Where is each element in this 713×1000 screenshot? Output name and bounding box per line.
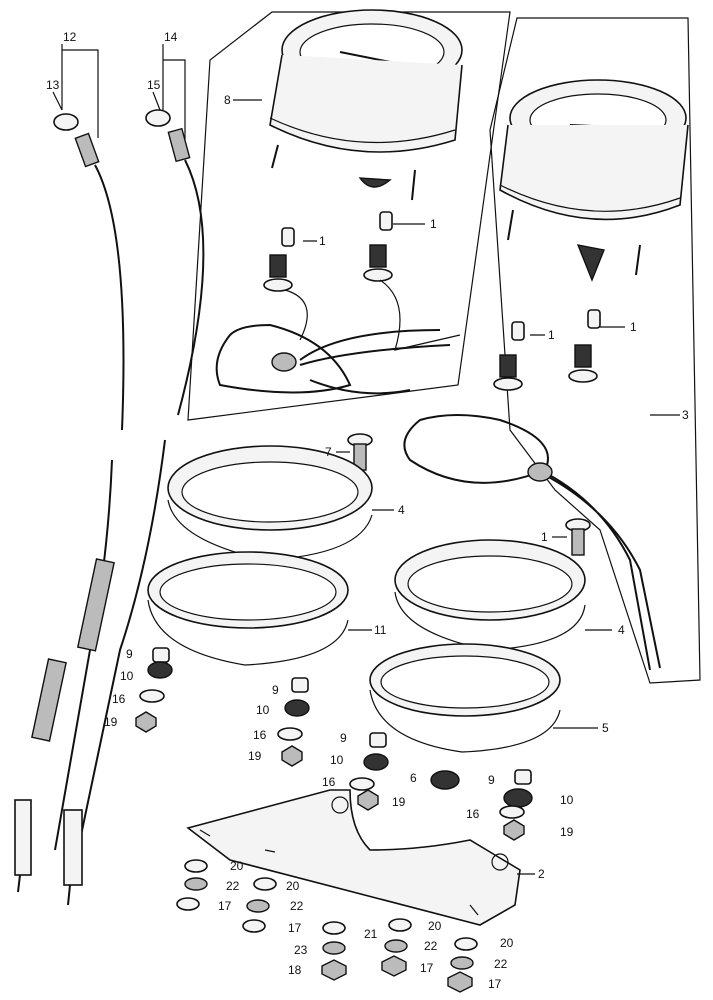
callout-17-c: 17 xyxy=(420,961,434,975)
callout-22-a: 22 xyxy=(226,879,240,893)
callout-14: 14 xyxy=(164,30,178,44)
callout-10-b: 10 xyxy=(256,703,270,717)
callout-19-d: 19 xyxy=(560,825,574,839)
grommet-6 xyxy=(430,770,460,790)
callout-12: 12 xyxy=(63,30,77,44)
callout-4-a: 4 xyxy=(398,503,405,517)
callout-20-c: 20 xyxy=(428,919,442,933)
callout-labels: 12 13 14 15 8 1 1 1 1 1 3 7 4 4 11 5 9 1… xyxy=(46,30,689,991)
callout-9-c: 9 xyxy=(340,731,347,745)
mount-set-c xyxy=(349,732,389,811)
callout-10-a: 10 xyxy=(120,669,134,683)
callout-10-d: 10 xyxy=(560,793,574,807)
callout-20-d: 20 xyxy=(500,936,514,950)
callout-9-d: 9 xyxy=(488,773,495,787)
callout-6: 6 xyxy=(410,771,417,785)
callout-7: 7 xyxy=(325,445,332,459)
callout-10-c: 10 xyxy=(330,753,344,767)
callout-11: 11 xyxy=(374,623,387,637)
meter-case-4-right xyxy=(394,539,586,651)
callout-9-a: 9 xyxy=(126,647,133,661)
callout-19-c: 19 xyxy=(392,795,406,809)
callout-20-b: 20 xyxy=(286,879,300,893)
callout-21: 21 xyxy=(364,927,378,941)
meter-cup-11 xyxy=(147,551,349,666)
callout-15: 15 xyxy=(147,78,161,92)
speedometer-cable xyxy=(14,113,125,893)
tachometer-meter xyxy=(499,79,689,282)
callout-17-a: 17 xyxy=(218,899,232,913)
callout-1-d: 1 xyxy=(630,320,637,334)
right-assembly-outline xyxy=(489,17,701,684)
callout-2: 2 xyxy=(538,867,545,881)
callout-16-c: 16 xyxy=(322,775,336,789)
screw-1 xyxy=(565,518,591,556)
callout-19-b: 19 xyxy=(248,749,262,763)
mount-set-a xyxy=(135,647,173,733)
callout-18: 18 xyxy=(288,963,302,977)
meter-cup-5 xyxy=(369,643,561,753)
bracket-hardware xyxy=(176,859,478,993)
callout-13: 13 xyxy=(46,78,60,92)
callout-1-a: 1 xyxy=(319,234,326,248)
callout-3: 3 xyxy=(682,408,689,422)
meter-case-4-left xyxy=(167,445,373,561)
callout-8: 8 xyxy=(224,93,231,107)
left-bulbs-and-harness xyxy=(215,211,461,395)
tachometer-cable xyxy=(63,109,205,906)
callout-16-b: 16 xyxy=(253,728,267,742)
callout-16-a: 16 xyxy=(112,692,126,706)
callout-4-b: 4 xyxy=(618,623,625,637)
callout-1-b: 1 xyxy=(430,217,437,231)
callout-22-b: 22 xyxy=(290,899,304,913)
speedometer-meter xyxy=(269,9,463,201)
callout-9-b: 9 xyxy=(272,683,279,697)
leader-lines xyxy=(52,44,680,875)
left-assembly-outline xyxy=(187,11,511,421)
right-bulbs-and-harness xyxy=(403,309,661,671)
mount-set-b xyxy=(277,677,310,767)
callout-19-a: 19 xyxy=(104,715,118,729)
meter-bracket-2 xyxy=(186,789,521,926)
callout-5: 5 xyxy=(602,721,609,735)
callout-22-d: 22 xyxy=(494,957,508,971)
callout-17-b: 17 xyxy=(288,921,302,935)
callout-22-c: 22 xyxy=(424,939,438,953)
callout-1-c: 1 xyxy=(548,328,555,342)
callout-16-d: 16 xyxy=(466,807,480,821)
callout-1-e: 1 xyxy=(541,530,548,544)
callout-23: 23 xyxy=(294,943,308,957)
callout-20-a: 20 xyxy=(230,859,244,873)
callout-17-d: 17 xyxy=(488,977,502,991)
mount-set-d xyxy=(499,769,533,841)
